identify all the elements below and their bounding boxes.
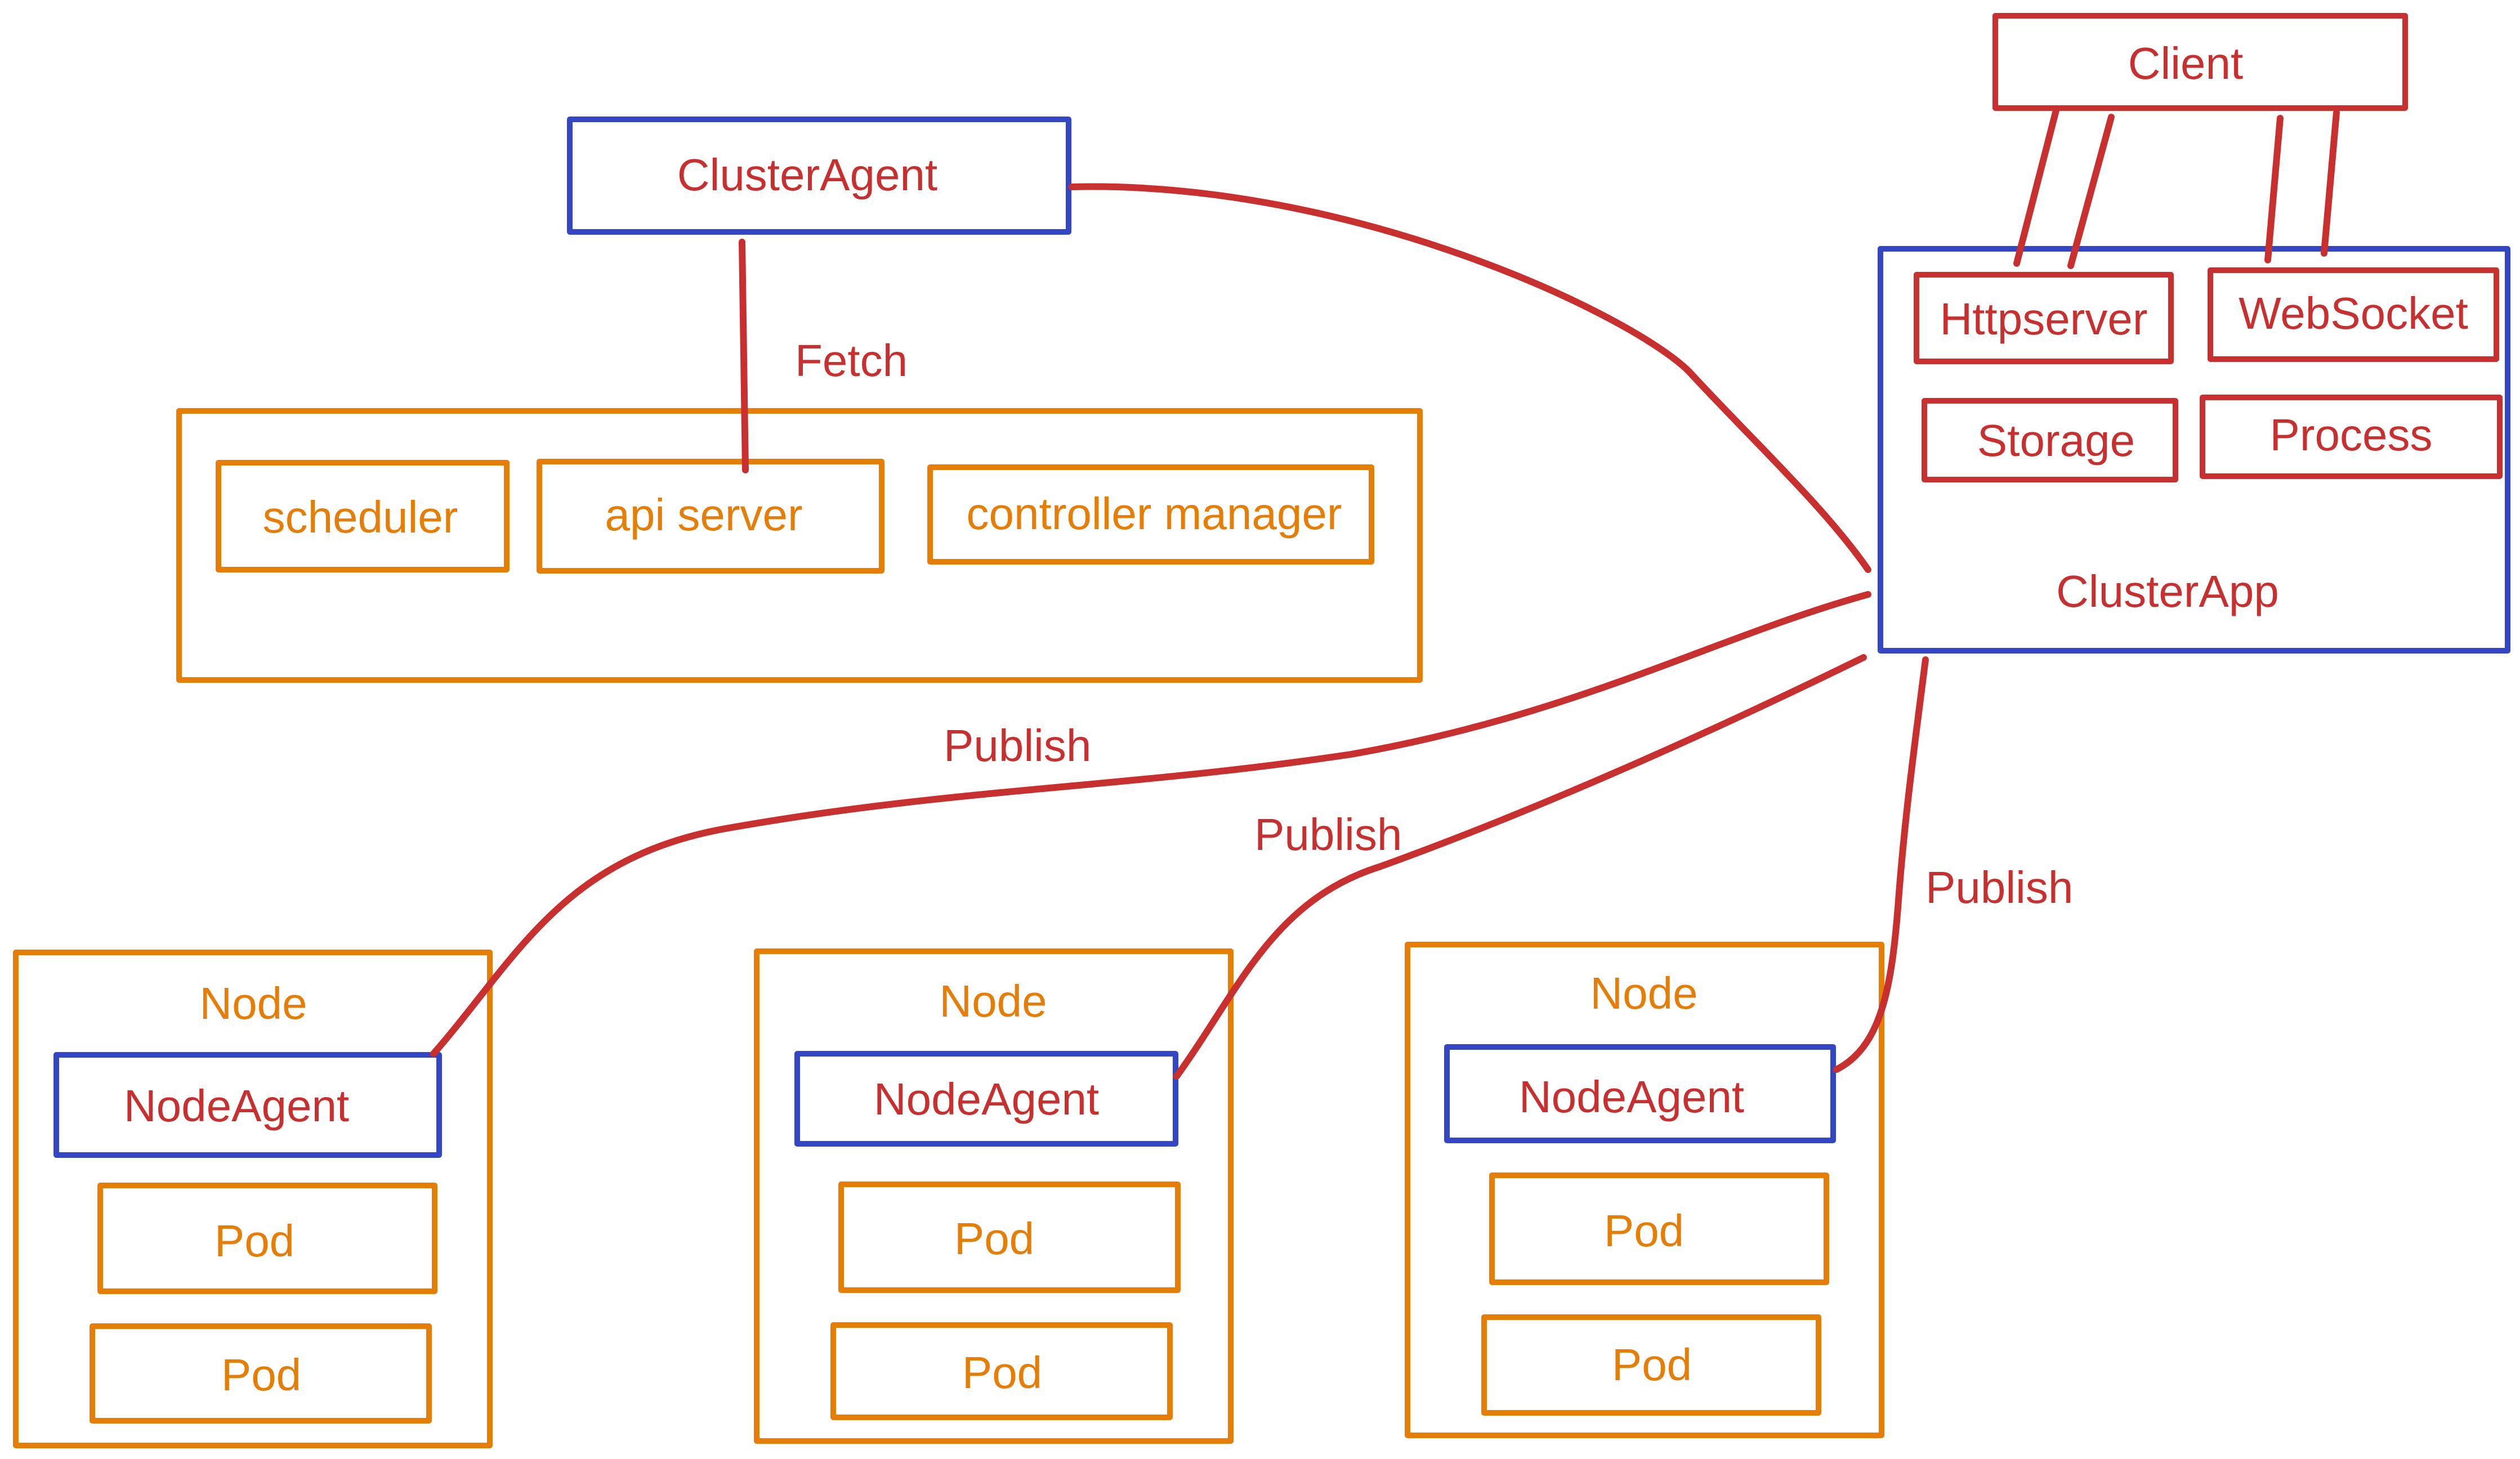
scheduler-box: [216, 460, 510, 572]
cluster-agent-box: [567, 117, 1071, 235]
node-agent-1-label: NodeAgent: [124, 1081, 349, 1131]
node-agent-2-label: NodeAgent: [874, 1074, 1099, 1124]
node-3-label: Node: [1590, 968, 1697, 1018]
scheduler-label: scheduler: [263, 492, 458, 542]
process-label: Process: [2270, 410, 2433, 460]
cluster-app-box: [1878, 246, 2510, 654]
node-1-pod-2-box: [90, 1323, 432, 1424]
cluster-app-label: ClusterApp: [2056, 566, 2279, 616]
node-3-pod-1-box: [1489, 1172, 1829, 1285]
node-3-pod-2-box: [1481, 1314, 1821, 1416]
controller-manager-box: [927, 464, 1374, 565]
api-server-label: api server: [605, 490, 802, 540]
node-agent-3-label: NodeAgent: [1519, 1072, 1744, 1122]
storage-label: Storage: [1977, 415, 2135, 466]
httpserver-to-client-arrow: [2067, 114, 2115, 269]
node-2-box: [754, 948, 1234, 1444]
node-3-pod-1-label: Pod: [1604, 1206, 1684, 1256]
node-2-pod-2-label: Pod: [962, 1348, 1042, 1398]
client-box: [1992, 13, 2408, 111]
node-3-pod-2-label: Pod: [1612, 1340, 1692, 1390]
websocket-box: [2208, 267, 2499, 362]
httpserver-label: Httpserver: [1940, 294, 2148, 344]
node-1-box: [13, 950, 493, 1448]
api-server-box: [537, 459, 884, 574]
cluster-agent-to-cluster-app-arrow: [1069, 183, 1871, 573]
publish-label-2: Publish: [1254, 809, 1402, 860]
client-to-httpserver-arrow: [2013, 107, 2059, 267]
publish-label-3: Publish: [1925, 862, 2073, 912]
fetch-arrow: [739, 239, 749, 473]
websocket-to-client-arrow: [2321, 109, 2340, 257]
storage-box: [1922, 398, 2178, 482]
node-agent-1-box: [53, 1052, 442, 1158]
process-box: [2200, 395, 2503, 479]
controller-manager-label: controller manager: [967, 489, 1342, 539]
node-1-pod-1-box: [97, 1183, 437, 1294]
cluster-agent-label: ClusterAgent: [677, 150, 937, 200]
httpserver-box: [1914, 272, 2174, 364]
client-label: Client: [2128, 38, 2244, 88]
node-2-label: Node: [939, 976, 1047, 1026]
publish-arrow-3: [1833, 656, 1929, 1073]
node-1-pod-2-label: Pod: [221, 1350, 301, 1400]
fetch-label: Fetch: [795, 335, 908, 386]
control-plane-group: [176, 408, 1423, 683]
node-1-pod-1-label: Pod: [215, 1216, 294, 1266]
publish-arrow-2: [1173, 654, 1867, 1080]
node-agent-2-box: [794, 1051, 1178, 1147]
websocket-label: WebSocket: [2238, 288, 2468, 338]
node-3-box: [1405, 942, 1884, 1438]
node-agent-3-box: [1444, 1044, 1836, 1143]
publish-label-1: Publish: [944, 720, 1091, 771]
node-2-pod-1-label: Pod: [954, 1214, 1034, 1264]
node-2-pod-2-box: [830, 1322, 1173, 1420]
node-2-pod-1-box: [838, 1181, 1181, 1293]
node-1-label: Node: [199, 978, 307, 1028]
client-to-websocket-arrow: [2264, 115, 2284, 263]
publish-arrow-1: [430, 591, 1871, 1057]
